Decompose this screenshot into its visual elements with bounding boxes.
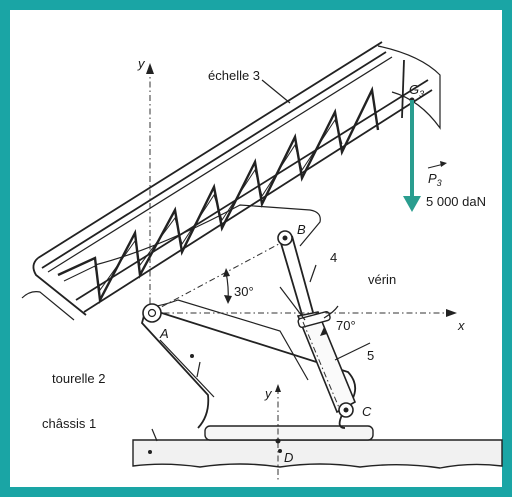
point-c-label: C <box>362 404 372 419</box>
chassis-label: châssis 1 <box>42 416 96 431</box>
ladder-label: échelle 3 <box>208 68 260 83</box>
force-name-label: P3 <box>428 171 442 188</box>
angle-70-label: 70° <box>336 318 356 333</box>
jack-label: vérin <box>368 272 396 287</box>
point-d-label: D <box>284 450 293 465</box>
jack-assembly <box>279 235 357 414</box>
axes-system <box>146 63 457 480</box>
force-subscript: 3 <box>437 178 442 188</box>
leader-lines <box>151 79 371 442</box>
point-g-label: G3 <box>409 82 424 99</box>
joint-c <box>338 402 354 418</box>
force-value-label: 5 000 daN <box>426 194 486 209</box>
point-a-label: A <box>159 326 169 341</box>
x-axis-label: x <box>457 318 465 333</box>
point-d-dot <box>275 438 281 444</box>
point-g-subscript: 3 <box>419 89 424 99</box>
y2-axis-label: y <box>264 386 273 401</box>
cylinder-number-label: 5 <box>367 348 374 363</box>
angle-30-label: 30° <box>234 284 254 299</box>
joint-a <box>142 303 162 323</box>
angle-markers <box>223 268 339 336</box>
y-axis-label: y <box>137 56 146 71</box>
rod-number-label: 4 <box>330 250 337 265</box>
force-letter: P <box>428 171 437 186</box>
point-g-letter: G <box>409 82 419 97</box>
point-b-label: B <box>297 222 306 237</box>
turret-label: tourelle 2 <box>52 371 105 386</box>
chassis-base <box>132 425 503 469</box>
ladder-truss <box>21 41 441 321</box>
joint-b <box>277 230 293 246</box>
force-arrow <box>403 100 447 212</box>
